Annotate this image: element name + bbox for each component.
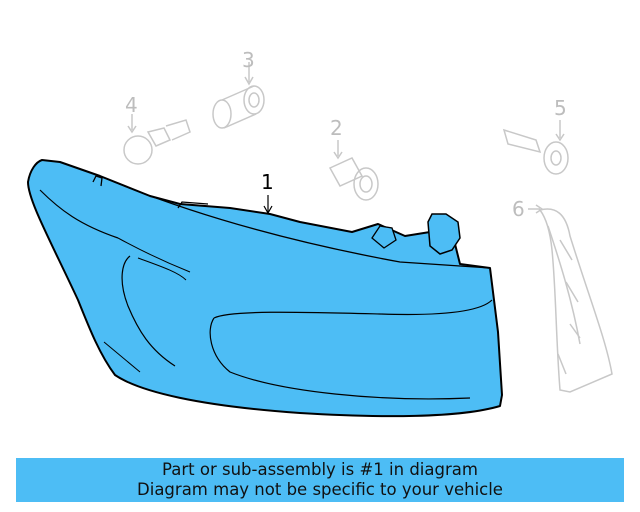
parts-diagram xyxy=(27,62,613,418)
bolt-part-5[interactable] xyxy=(502,120,569,175)
callout-number-3[interactable]: 3 xyxy=(242,48,255,72)
banner-line-disclaimer: Diagram may not be specific to your vehi… xyxy=(137,480,503,499)
callout-number-4[interactable]: 4 xyxy=(125,93,138,117)
callout-number-2[interactable]: 2 xyxy=(330,116,343,140)
bolt-part-4[interactable] xyxy=(123,114,191,165)
diagram-notice-banner: Part or sub-assembly is #1 in diagram Di… xyxy=(16,458,624,502)
tail-lamp-assembly[interactable] xyxy=(27,159,503,418)
callout-number-6[interactable]: 6 xyxy=(512,197,525,221)
reflector-part-6[interactable] xyxy=(528,204,613,393)
callout-number-5[interactable]: 5 xyxy=(554,96,567,120)
callout-1-leader xyxy=(263,195,273,215)
callout-number-1[interactable]: 1 xyxy=(261,170,274,194)
sleeve-part-3[interactable] xyxy=(212,62,265,129)
grommet-part-2[interactable] xyxy=(328,140,379,201)
banner-line-part-number: Part or sub-assembly is #1 in diagram xyxy=(162,460,478,479)
